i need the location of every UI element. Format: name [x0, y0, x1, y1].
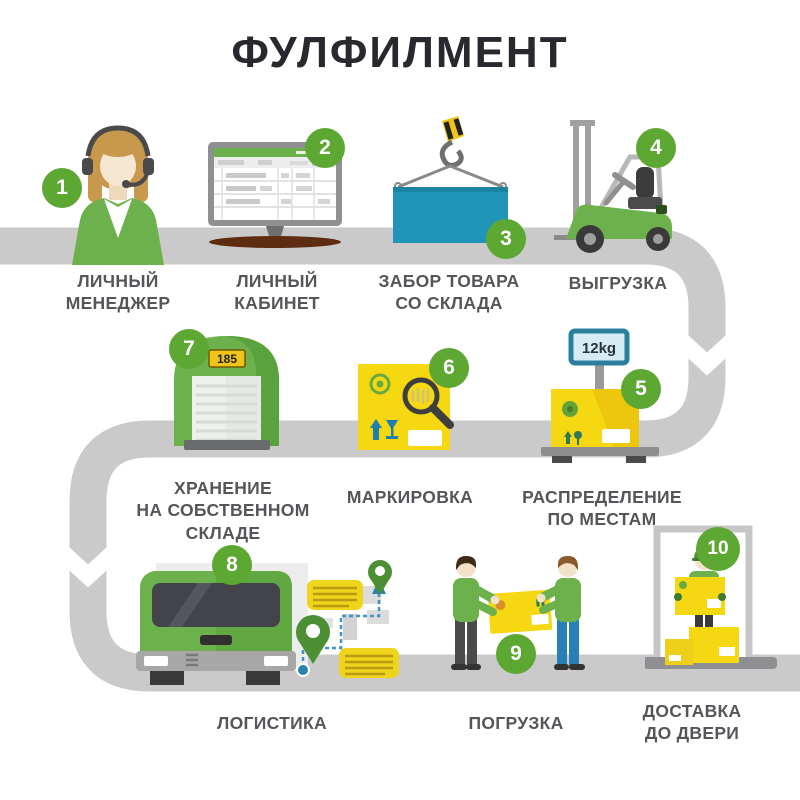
- step-5-badge: 5: [621, 369, 661, 409]
- step-8-badge: 8: [212, 545, 252, 585]
- warehouse-sign-text: 185: [217, 352, 237, 366]
- step-2-label: ЛИЧНЫЙ КАБИНЕТ: [234, 271, 320, 314]
- step-4-label: ВЫГРУЗКА: [568, 273, 668, 293]
- step-9-label: ПОГРУЗКА: [468, 713, 564, 733]
- flow-arrow-left-icon: [57, 546, 119, 588]
- warehouse-icon: 185: [168, 328, 285, 457]
- step-7-badge: 7: [169, 329, 209, 369]
- step-10-badge: 10: [696, 527, 740, 571]
- flow-arrow-right-icon: [676, 334, 738, 376]
- label-magnifier-icon: [352, 352, 474, 465]
- step-2-badge: 2: [305, 128, 345, 168]
- scale-display-text: 12kg: [582, 340, 616, 357]
- step-9-badge: 9: [496, 634, 536, 674]
- step-1-badge: 1: [42, 168, 82, 208]
- support-manager-icon: [58, 120, 178, 270]
- step-4-badge: 4: [636, 128, 676, 168]
- route-map-icon: [283, 552, 405, 689]
- step-3-label: ЗАБОР ТОВАРА СО СКЛАДА: [378, 271, 520, 314]
- step-1-label: ЛИЧНЫЙ МЕНЕДЖЕР: [65, 271, 171, 314]
- crane-container-icon: [378, 115, 523, 252]
- step-8-label: ЛОГИСТИКА: [217, 713, 327, 733]
- step-10-label: ДОСТАВКА ДО ДВЕРИ: [642, 701, 742, 744]
- step-6-label: МАРКИРОВКА: [346, 487, 474, 507]
- truck-route-icon: [128, 553, 316, 690]
- step-5-label: РАСПРЕДЕЛЕНИЕ ПО МЕСТАМ: [522, 487, 682, 530]
- step-3-badge: 3: [486, 219, 526, 259]
- loading-workers-icon: [433, 552, 601, 689]
- page-title: ФУЛФИЛМЕНТ: [231, 28, 569, 77]
- step-6-badge: 6: [429, 348, 469, 388]
- step-7-label: ХРАНЕНИЕ НА СОБСТВЕННОМ СКЛАДЕ: [136, 478, 310, 543]
